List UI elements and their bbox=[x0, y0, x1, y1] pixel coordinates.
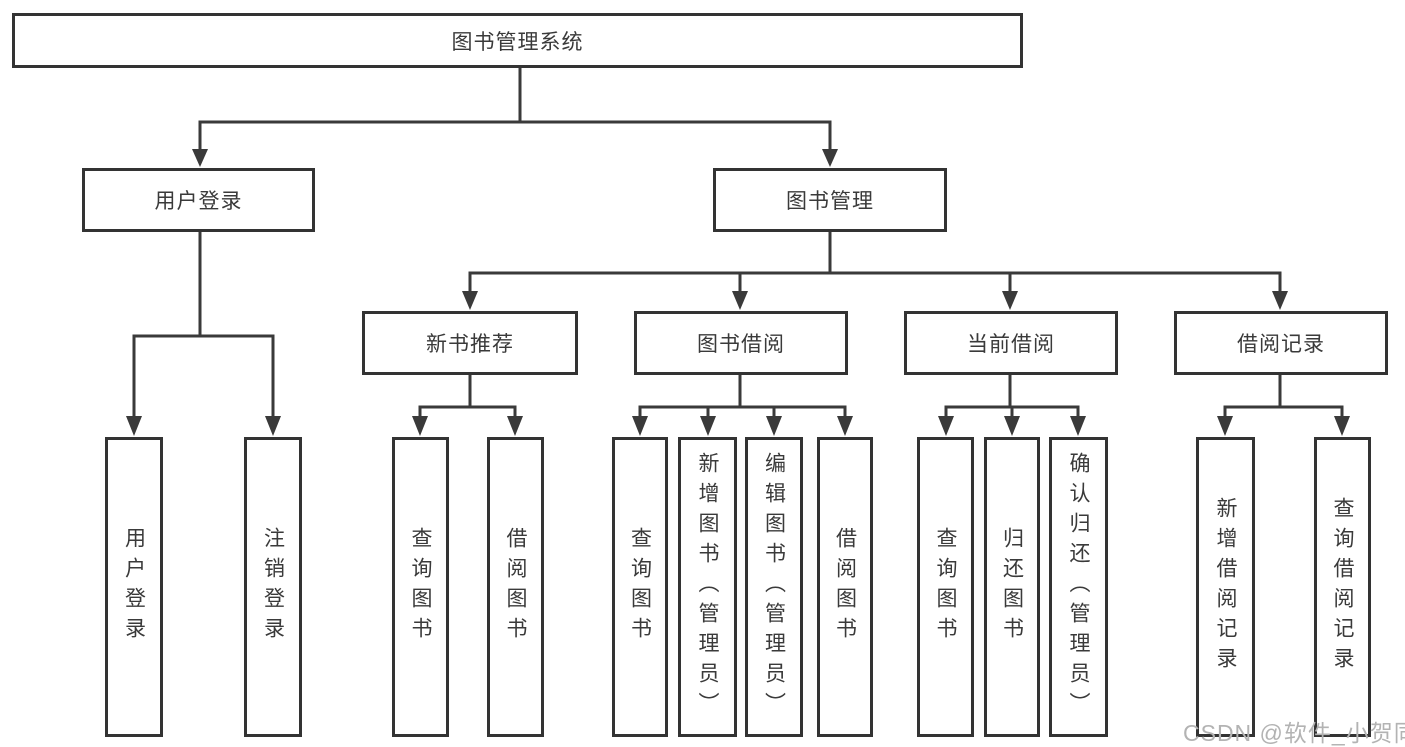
node-query-books-recommend: 查询图书 bbox=[392, 437, 449, 737]
node-current-borrow-label: 当前借阅 bbox=[967, 333, 1055, 356]
node-book-borrow-label: 图书借阅 bbox=[697, 333, 785, 356]
node-user-login-leaf-label: 用户登录 bbox=[122, 527, 146, 647]
node-edit-books-admin: 编辑图书（管理员） bbox=[745, 437, 803, 737]
node-logout-leaf-label: 注销登录 bbox=[261, 527, 285, 647]
node-borrow-books-recommend: 借阅图书 bbox=[487, 437, 544, 737]
node-book-management-branch-label: 图书管理 bbox=[786, 190, 874, 213]
node-borrow-books-leaf: 借阅图书 bbox=[817, 437, 873, 737]
node-book-management-branch: 图书管理 bbox=[713, 168, 947, 232]
csdn-watermark: CSDN @软件_小贺同学 bbox=[1183, 720, 1405, 746]
node-return-books-label: 归还图书 bbox=[1000, 527, 1024, 647]
node-borrow-records: 借阅记录 bbox=[1174, 311, 1388, 375]
node-current-borrow: 当前借阅 bbox=[904, 311, 1118, 375]
node-add-books-admin: 新增图书（管理员） bbox=[678, 437, 737, 737]
node-add-borrow-record-label: 新增借阅记录 bbox=[1214, 497, 1237, 677]
node-query-borrow-record: 查询借阅记录 bbox=[1314, 437, 1371, 737]
node-query-books-current: 查询图书 bbox=[917, 437, 974, 737]
node-query-borrow-record-label: 查询借阅记录 bbox=[1331, 497, 1354, 677]
node-return-books: 归还图书 bbox=[984, 437, 1040, 737]
node-user-login-leaf: 用户登录 bbox=[105, 437, 163, 737]
node-borrow-books-recommend-label: 借阅图书 bbox=[504, 527, 527, 647]
node-borrow-books-leaf-label: 借阅图书 bbox=[833, 527, 857, 647]
node-system-root-label: 图书管理系统 bbox=[451, 30, 584, 54]
node-user-login-branch: 用户登录 bbox=[82, 168, 315, 232]
node-logout-leaf: 注销登录 bbox=[244, 437, 302, 737]
node-new-book-recommend: 新书推荐 bbox=[362, 311, 578, 375]
node-book-borrow: 图书借阅 bbox=[634, 311, 848, 375]
node-add-borrow-record: 新增借阅记录 bbox=[1196, 437, 1255, 737]
node-query-books-borrow: 查询图书 bbox=[612, 437, 668, 737]
node-add-books-admin-label: 新增图书（管理员） bbox=[696, 452, 719, 722]
node-query-books-current-label: 查询图书 bbox=[934, 527, 957, 647]
node-query-books-borrow-label: 查询图书 bbox=[628, 527, 652, 647]
node-query-books-recommend-label: 查询图书 bbox=[409, 527, 432, 647]
node-user-login-branch-label: 用户登录 bbox=[154, 190, 243, 213]
node-new-book-recommend-label: 新书推荐 bbox=[426, 333, 514, 356]
node-confirm-return-admin: 确认归还（管理员） bbox=[1049, 437, 1108, 737]
node-edit-books-admin-label: 编辑图书（管理员） bbox=[762, 452, 786, 722]
node-system-root: 图书管理系统 bbox=[12, 13, 1023, 68]
node-confirm-return-admin-label: 确认归还（管理员） bbox=[1067, 452, 1090, 722]
node-borrow-records-label: 借阅记录 bbox=[1237, 333, 1325, 356]
